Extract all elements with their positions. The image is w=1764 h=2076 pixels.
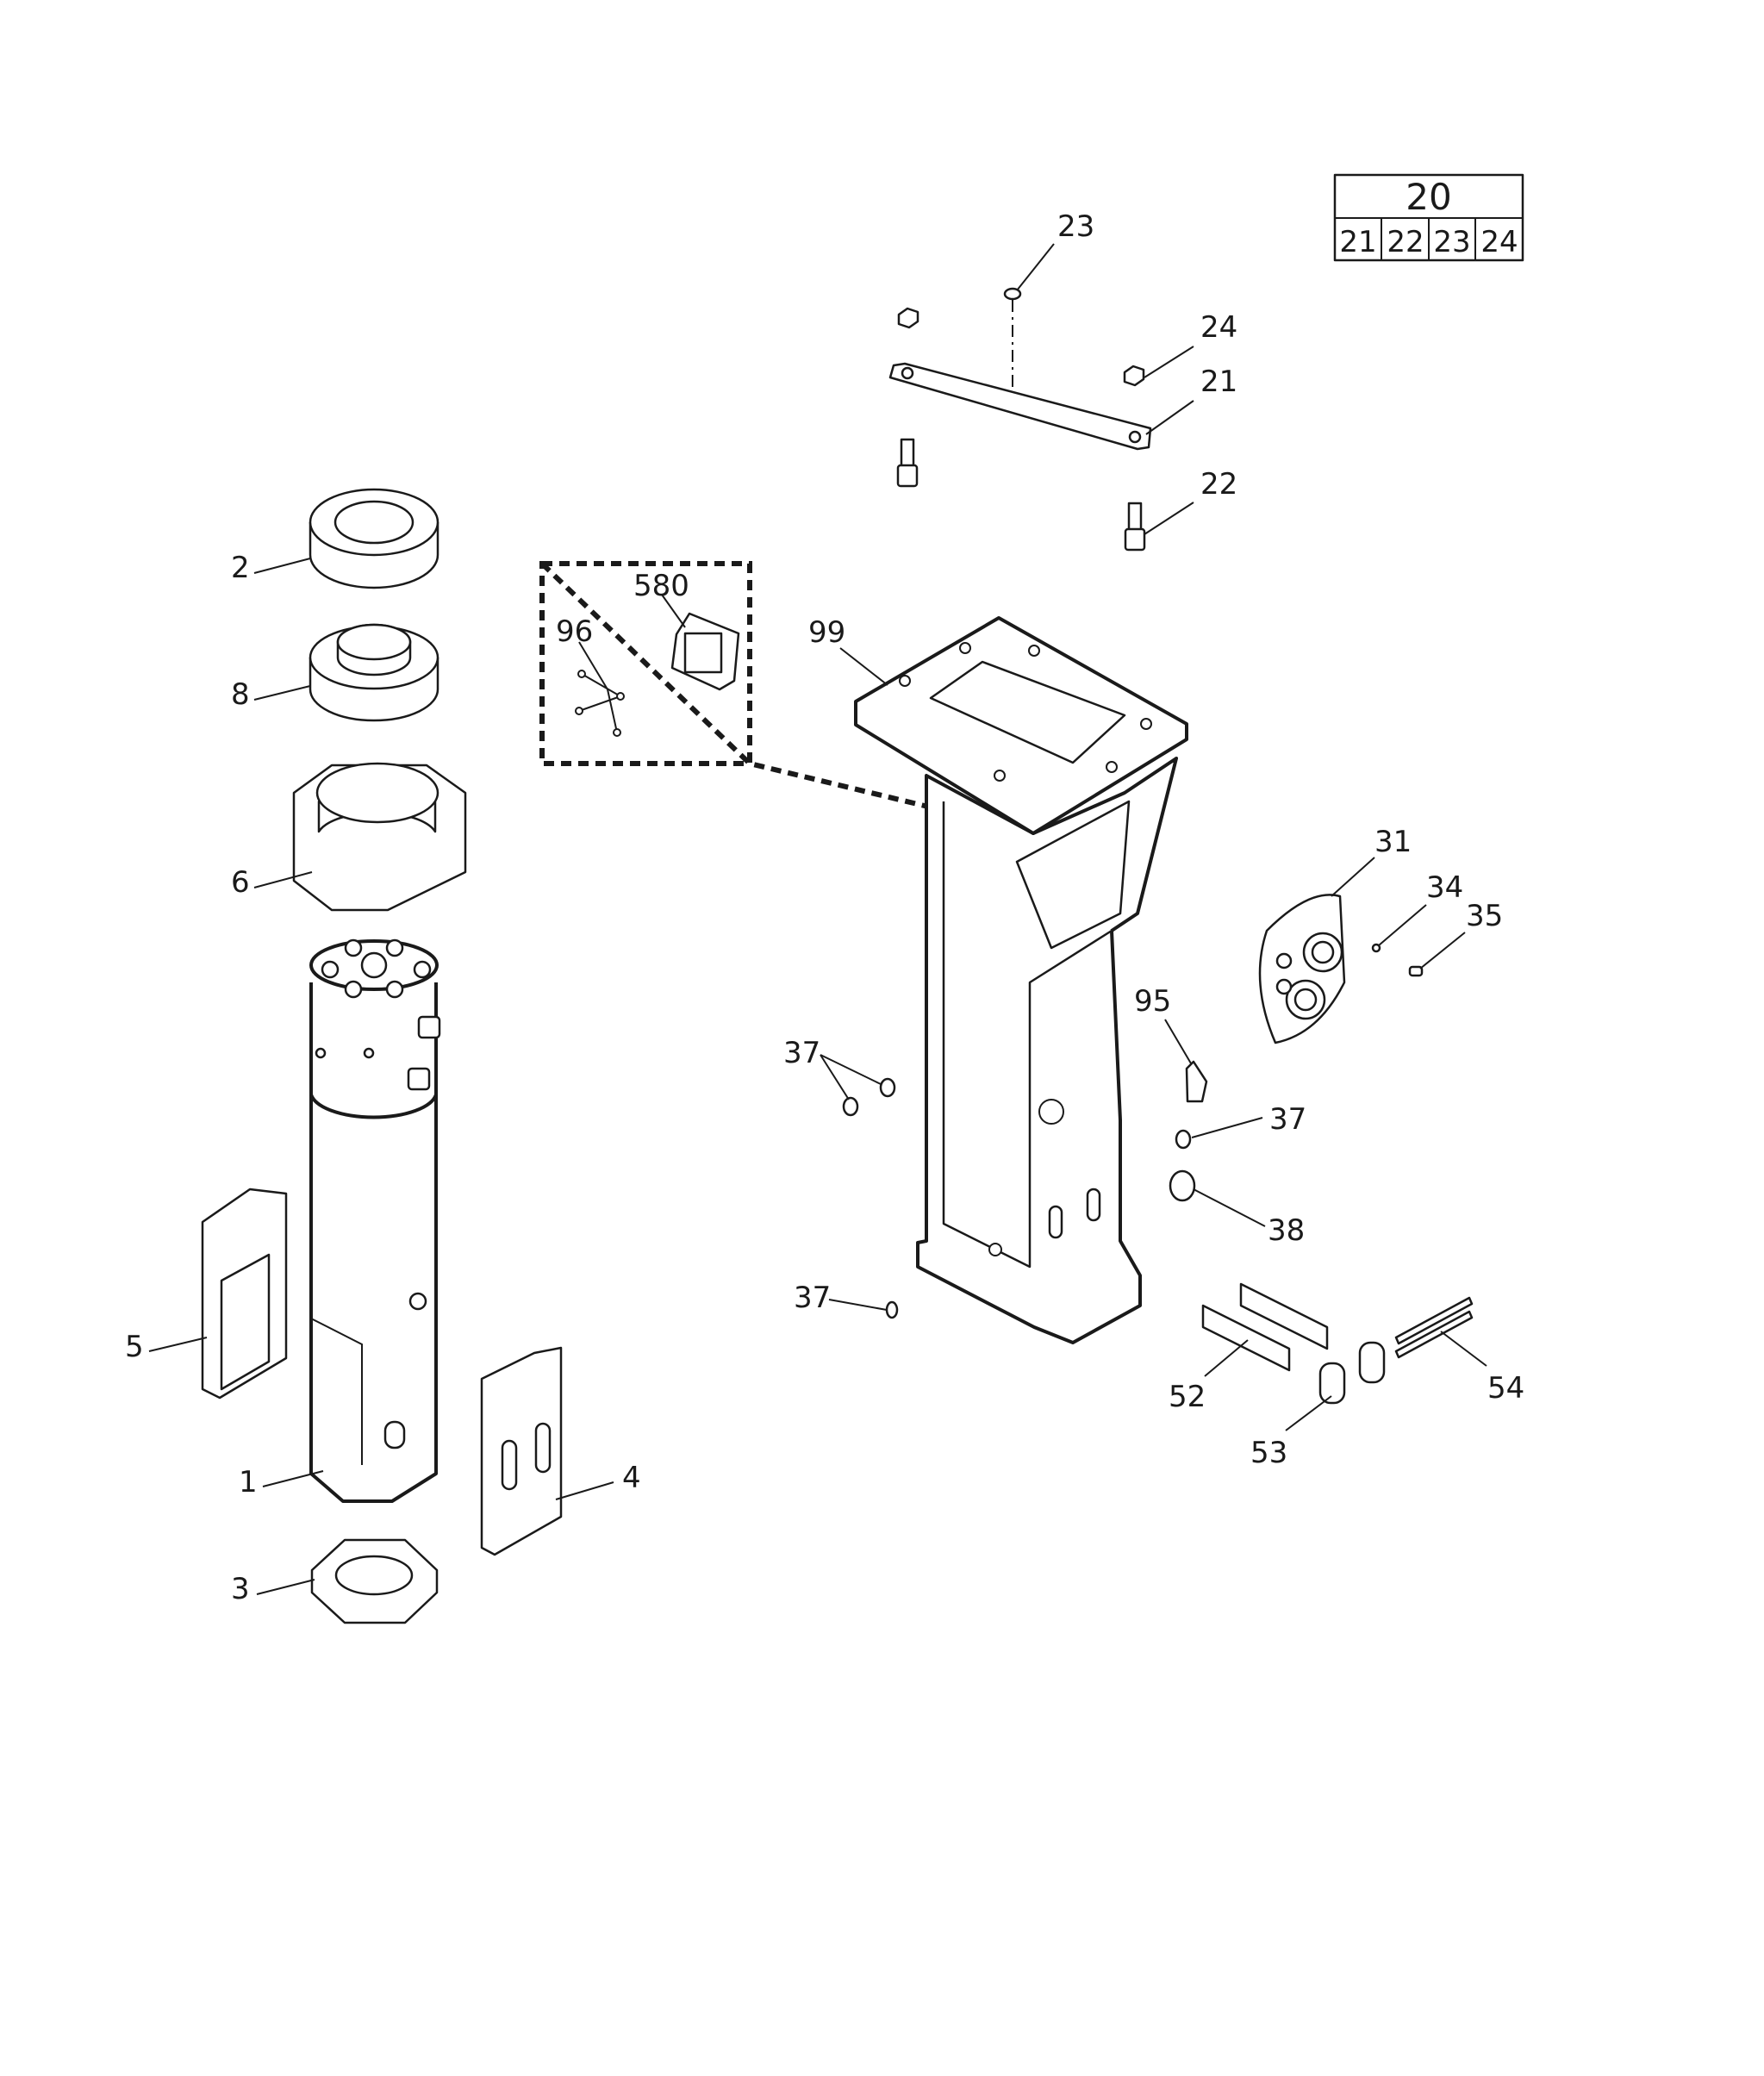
part-37-seals [842,1077,1192,1319]
bracket-hardware [888,287,1152,552]
callout: 31 [1374,825,1412,859]
callout: 96 [556,614,593,649]
kit-item: 21 [1339,225,1376,259]
kit-item: 23 [1433,225,1470,259]
part-34-screw [1371,943,1381,953]
part-1-cylinder [309,938,441,1503]
part-2-ring [309,488,439,589]
part-8-bushing [309,623,439,722]
callout: 99 [808,615,845,650]
kit-reference-table: 20 21 22 23 24 [1333,173,1524,262]
callout: 23 [1057,209,1094,244]
part-4-wear-plate [480,1346,563,1556]
callout: 37 [1269,1102,1306,1137]
callout: 34 [1426,870,1463,905]
callout: 3 [231,1572,250,1606]
part-6-guide-block [292,762,467,912]
callout: 22 [1200,467,1237,502]
callout: 35 [1466,899,1503,933]
callout: 21 [1200,365,1237,399]
kit-item: 24 [1480,225,1518,259]
kit-item: 22 [1387,225,1424,259]
callout: 38 [1268,1213,1305,1248]
part-54-rods [1394,1296,1474,1359]
kit-number: 20 [1406,176,1451,218]
part-5-wear-plate [201,1188,288,1400]
part-52-pins [1201,1282,1329,1372]
callout: 8 [231,677,250,712]
callout: 24 [1200,310,1237,345]
part-3-flange [310,1538,439,1624]
leader-lines [148,243,1487,1595]
callout: 1 [239,1465,258,1499]
part-95-clip [1185,1060,1208,1103]
part-31-connector-plate [1258,894,1346,1044]
callout: 37 [783,1036,820,1070]
callout: 37 [794,1281,831,1315]
callouts: 2 8 6 5 1 4 3 23 24 21 22 580 96 99 31 3… [125,209,1524,1606]
callout: 52 [1169,1380,1206,1414]
part-35-screw [1408,965,1424,977]
part-38-ring [1169,1169,1196,1202]
callout: 4 [622,1461,641,1495]
callout: 95 [1134,984,1171,1019]
callout: 54 [1487,1371,1524,1406]
callout: 53 [1250,1436,1287,1470]
part-53-stops [1318,1341,1386,1405]
callout: 2 [231,551,250,585]
callout: 5 [125,1330,144,1364]
part-99-frame [854,616,1188,1344]
callout: 6 [231,865,250,900]
callout: 580 [633,569,689,603]
